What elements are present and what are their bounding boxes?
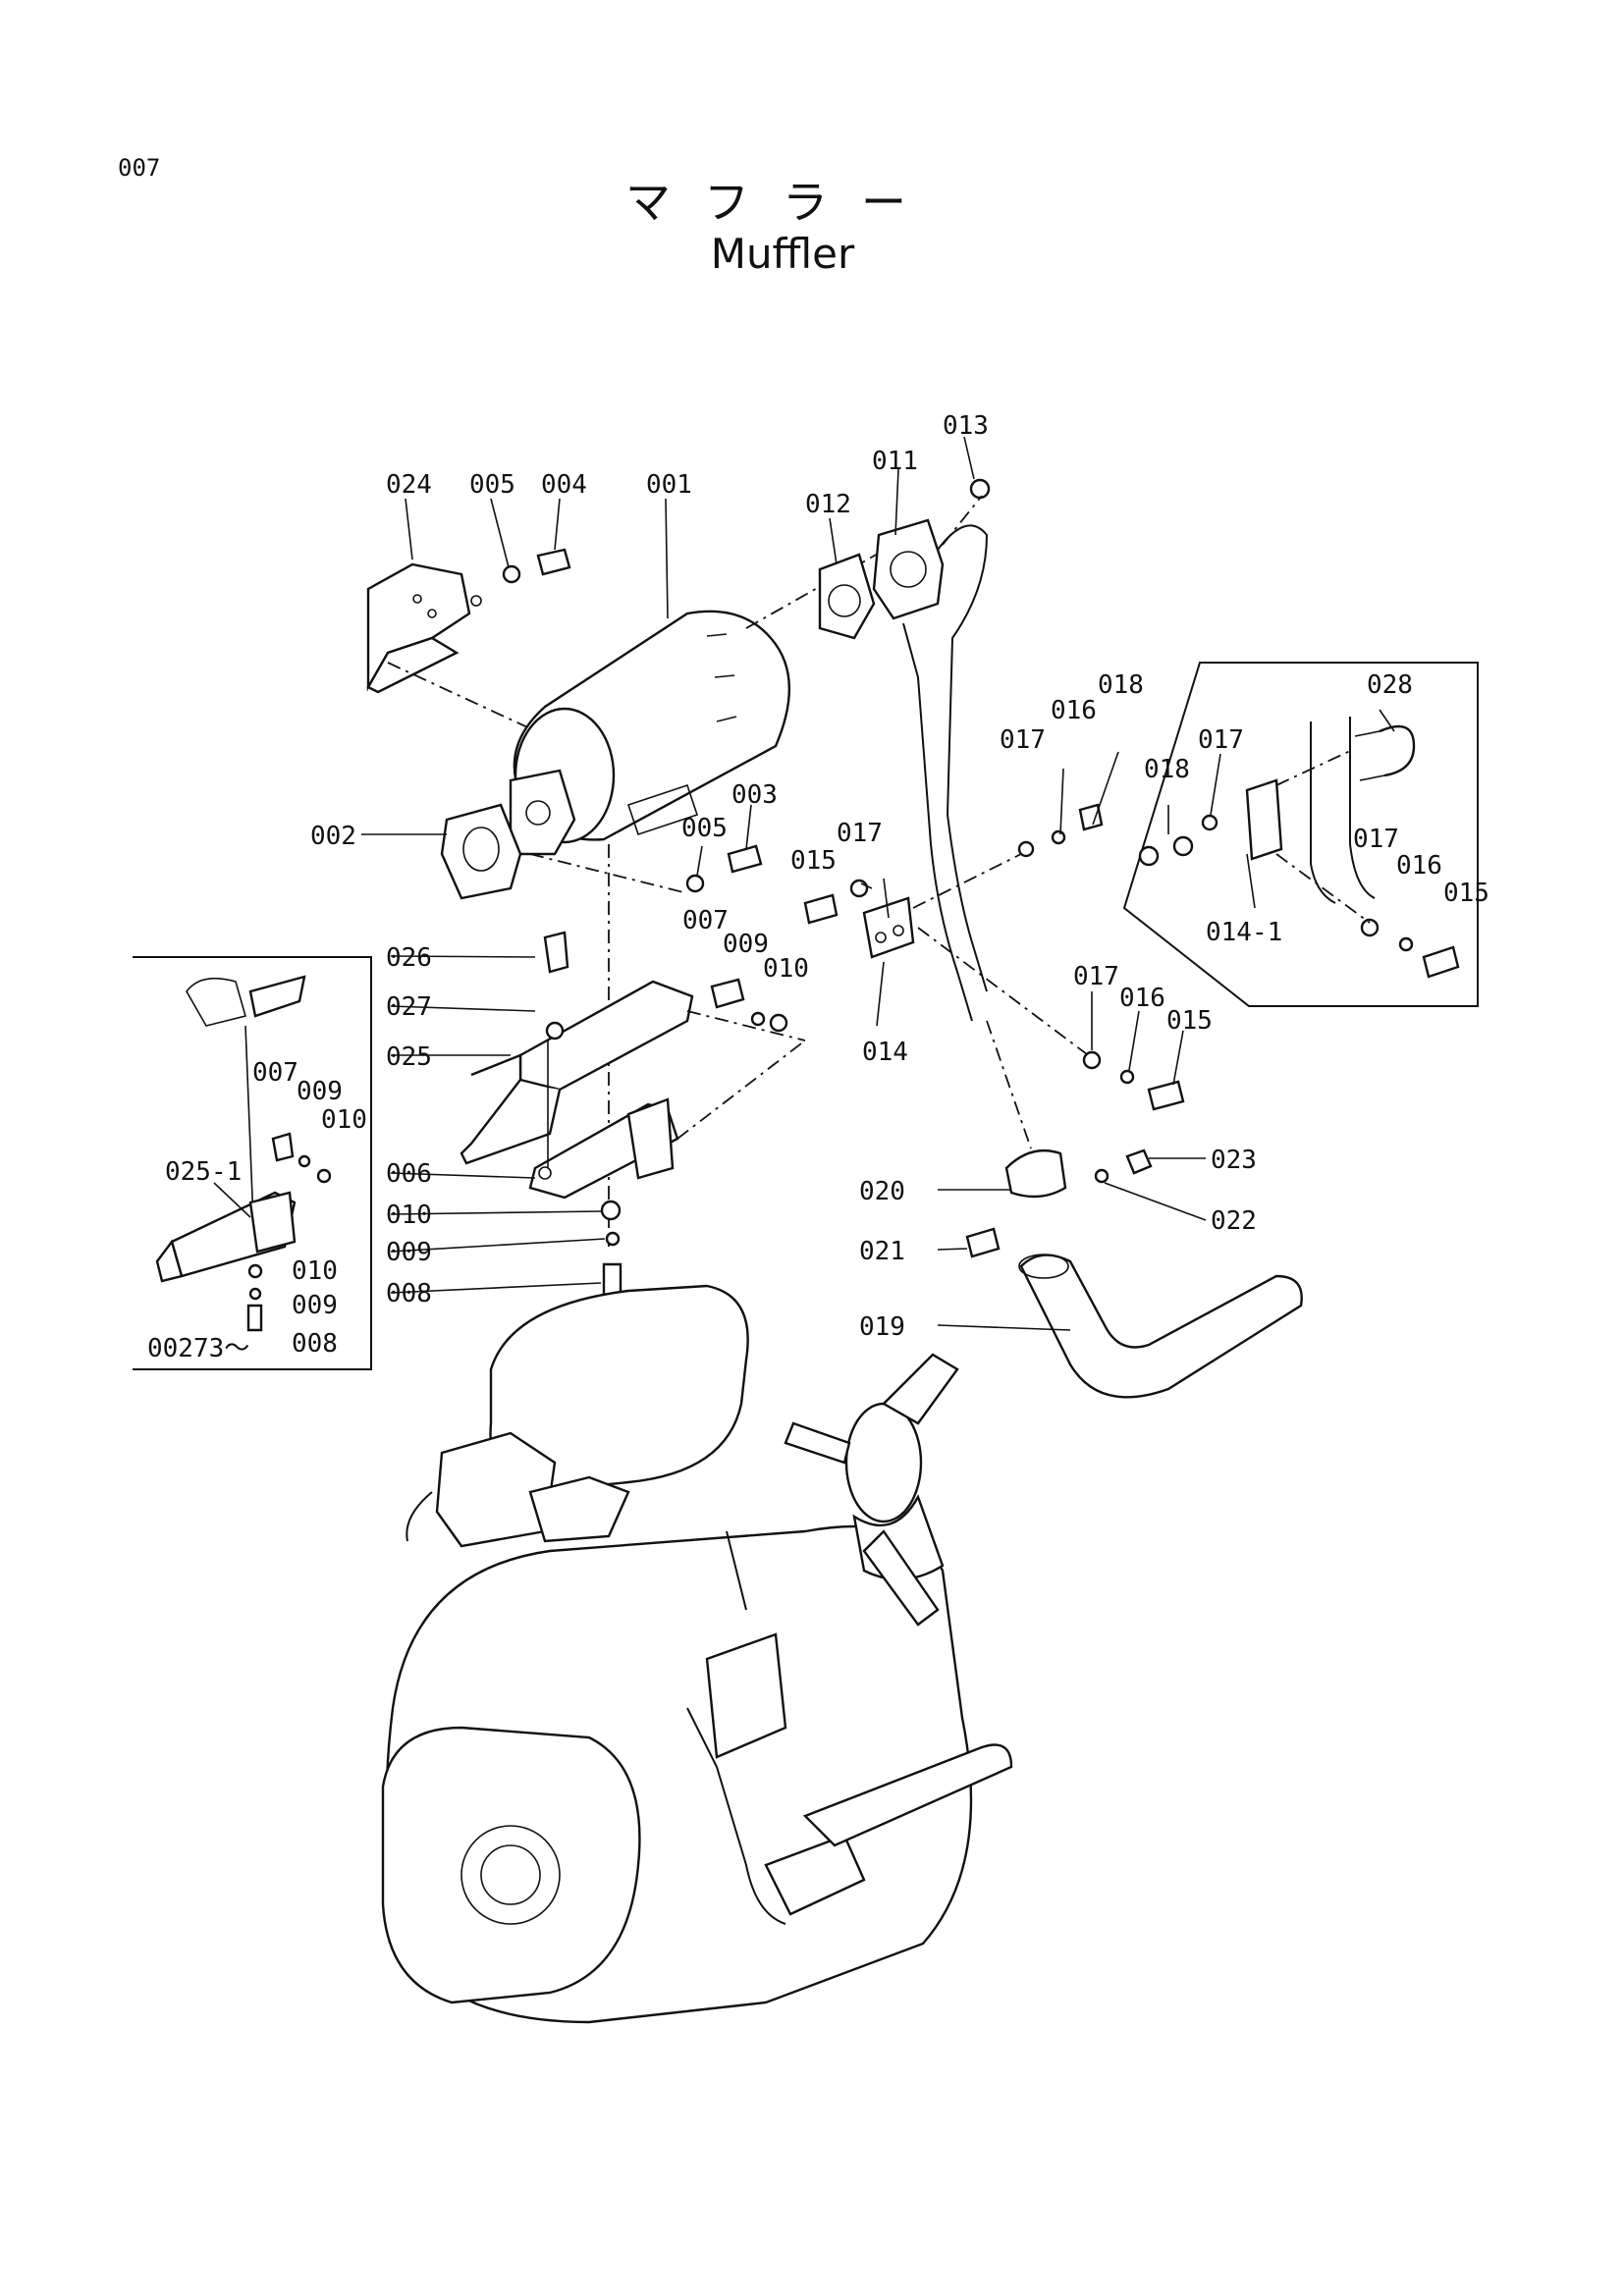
- callout-012: 012: [805, 490, 851, 519]
- callout-016: 016: [1119, 984, 1165, 1013]
- callout-022: 022: [1211, 1206, 1257, 1236]
- callout-009: 009: [292, 1291, 338, 1320]
- pipe-clamp-part: [862, 878, 915, 959]
- callout-009: 009: [297, 1077, 343, 1106]
- callout-015: 015: [790, 846, 837, 876]
- inset-right-detail: [1138, 717, 1460, 979]
- callout-026: 026: [386, 943, 432, 973]
- gasket-part: [440, 803, 522, 900]
- inset-left-detail: [155, 975, 332, 1332]
- hardware-003-005: [685, 844, 763, 893]
- hardware-015-017: [803, 803, 1185, 1111]
- callout-labels: 001 002 003 004 005 005 006 007 007 008 …: [147, 411, 1489, 1363]
- inset-frame-left: [133, 956, 372, 1370]
- callout-011: 011: [872, 447, 918, 476]
- callout-018: 018: [1098, 670, 1144, 700]
- callout-010: 010: [292, 1256, 338, 1286]
- callout-006: 006: [386, 1159, 432, 1189]
- callout-014: 014: [862, 1038, 908, 1067]
- callout-007: 007: [682, 906, 729, 935]
- callout-016: 016: [1051, 696, 1097, 725]
- callout-004: 004: [541, 470, 587, 500]
- callout-014-1: 014-1: [1206, 918, 1282, 947]
- callout-005: 005: [681, 814, 728, 843]
- inset-serial-note: 00273～: [147, 1334, 249, 1363]
- callout-009: 009: [386, 1238, 432, 1267]
- callout-010: 010: [763, 954, 809, 984]
- callout-009: 009: [723, 930, 769, 959]
- callout-016: 016: [1396, 851, 1442, 881]
- callout-001: 001: [646, 470, 692, 500]
- callout-021: 021: [859, 1237, 905, 1266]
- callout-017: 017: [1198, 725, 1244, 755]
- hardware-007-009-010: [600, 978, 788, 1300]
- exhaust-pipe-part: [818, 478, 991, 1022]
- muffler-body-part: [509, 610, 790, 856]
- callout-017: 017: [837, 819, 883, 848]
- callout-013: 013: [943, 411, 989, 441]
- page-title-japanese: マフラー: [625, 176, 940, 229]
- rubber-hose-part: [1018, 1254, 1303, 1399]
- callout-025: 025: [386, 1042, 432, 1072]
- callout-019: 019: [859, 1312, 905, 1342]
- inset-frame-right: [1122, 662, 1479, 1007]
- callout-007: 007: [252, 1058, 298, 1088]
- callout-003: 003: [731, 780, 778, 810]
- callout-008: 008: [292, 1329, 338, 1359]
- hardware-004-005: [502, 548, 571, 584]
- engine-assembly: [381, 1284, 1013, 2024]
- callout-015: 015: [1443, 879, 1489, 908]
- heat-shield-part: [366, 562, 482, 694]
- hose-clamp-part: [965, 1148, 1153, 1258]
- muffler-bracket-part: [460, 931, 694, 1200]
- callout-017: 017: [1353, 825, 1399, 854]
- callout-025-1: 025-1: [165, 1157, 242, 1187]
- callout-028: 028: [1367, 670, 1413, 700]
- callout-010: 010: [386, 1201, 432, 1230]
- callout-015: 015: [1166, 1006, 1213, 1036]
- callout-008: 008: [386, 1279, 432, 1308]
- callout-leaders: [213, 436, 1395, 1331]
- page-number: 007: [118, 154, 161, 182]
- callout-002: 002: [310, 822, 356, 851]
- page-title: Muffler: [710, 230, 855, 278]
- callout-024: 024: [386, 470, 432, 500]
- callout-017: 017: [1000, 725, 1046, 755]
- callout-017: 017: [1073, 962, 1119, 991]
- callout-010: 010: [321, 1105, 367, 1135]
- callout-027: 027: [386, 992, 432, 1022]
- callout-023: 023: [1211, 1146, 1257, 1175]
- callout-005: 005: [469, 470, 515, 500]
- callout-018: 018: [1144, 755, 1190, 784]
- callout-020: 020: [859, 1177, 905, 1206]
